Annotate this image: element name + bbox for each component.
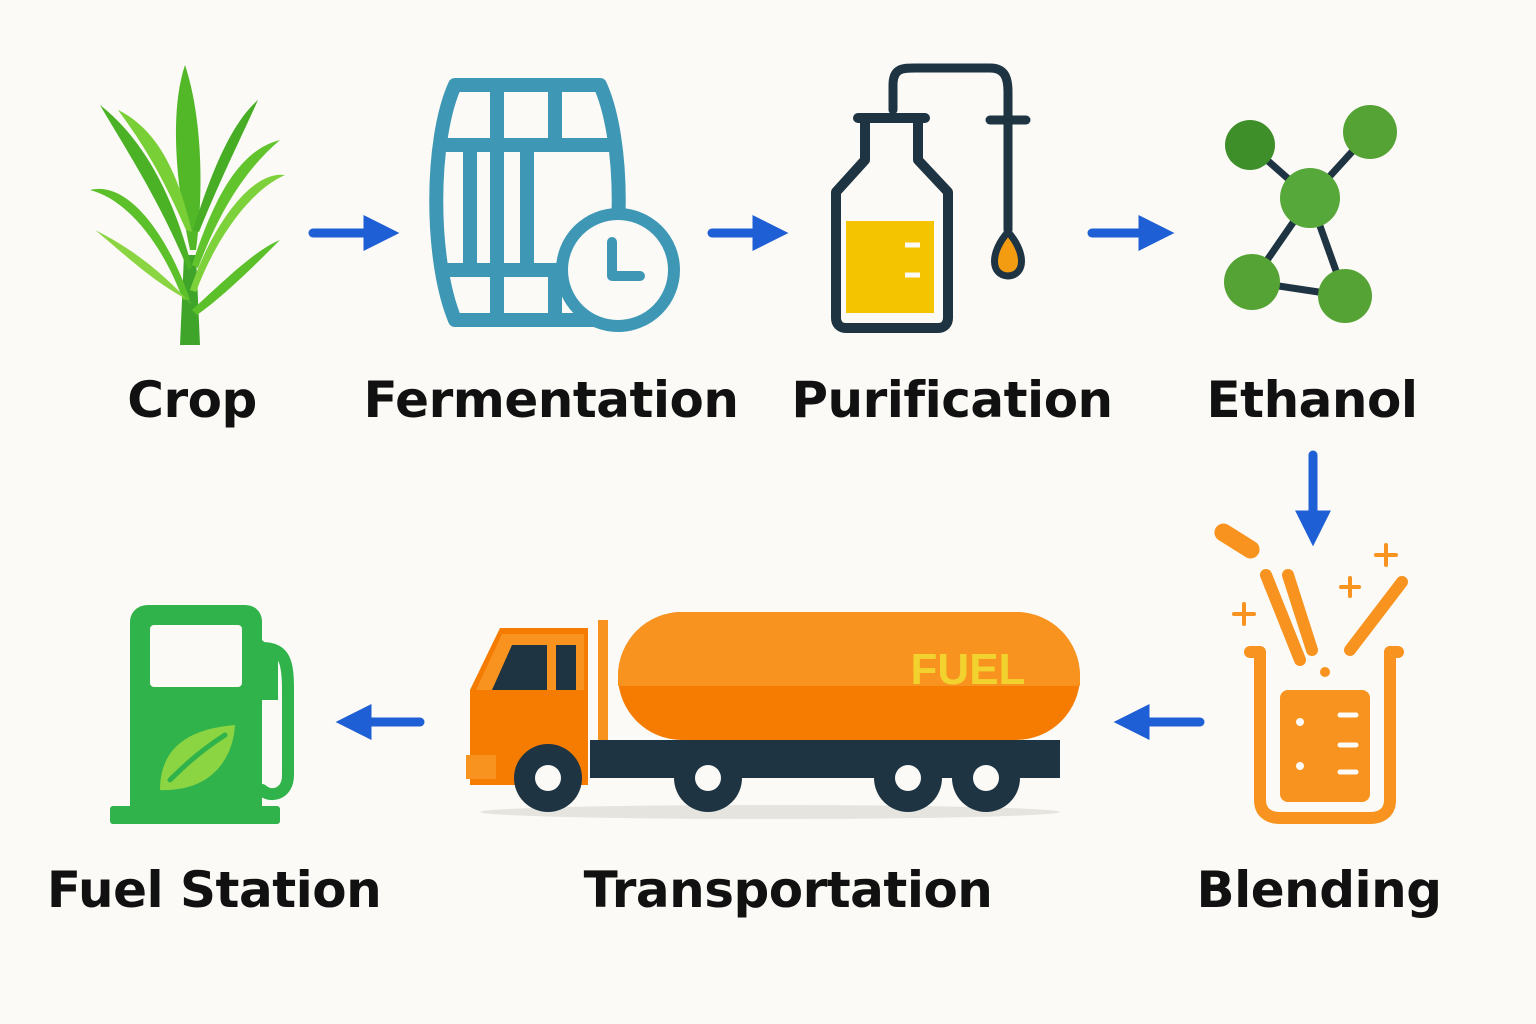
barrel-clock-icon [429, 78, 680, 332]
step-label-fuel-station: Fuel Station [46, 861, 382, 919]
step-label-blending: Blending [1196, 861, 1442, 919]
step-label-purification: Purification [791, 371, 1113, 429]
molecule-icon [1224, 105, 1397, 323]
distillation-flask-icon [831, 63, 1031, 333]
tanker-truck-icon: FUEL [466, 612, 1080, 819]
tank-label: FUEL [911, 645, 1026, 694]
flow-arrows [308, 215, 1331, 740]
step-label-transportation: Transportation [583, 861, 993, 919]
fuel-pump-leaf-icon [110, 605, 294, 824]
beaker-mixing-icon [1214, 523, 1408, 824]
step-label-fermentation: Fermentation [363, 371, 739, 429]
step-label-ethanol: Ethanol [1206, 371, 1418, 429]
sugarcane-icon [90, 65, 285, 345]
truck-wheels [514, 744, 1020, 812]
step-label-crop: Crop [127, 371, 257, 429]
